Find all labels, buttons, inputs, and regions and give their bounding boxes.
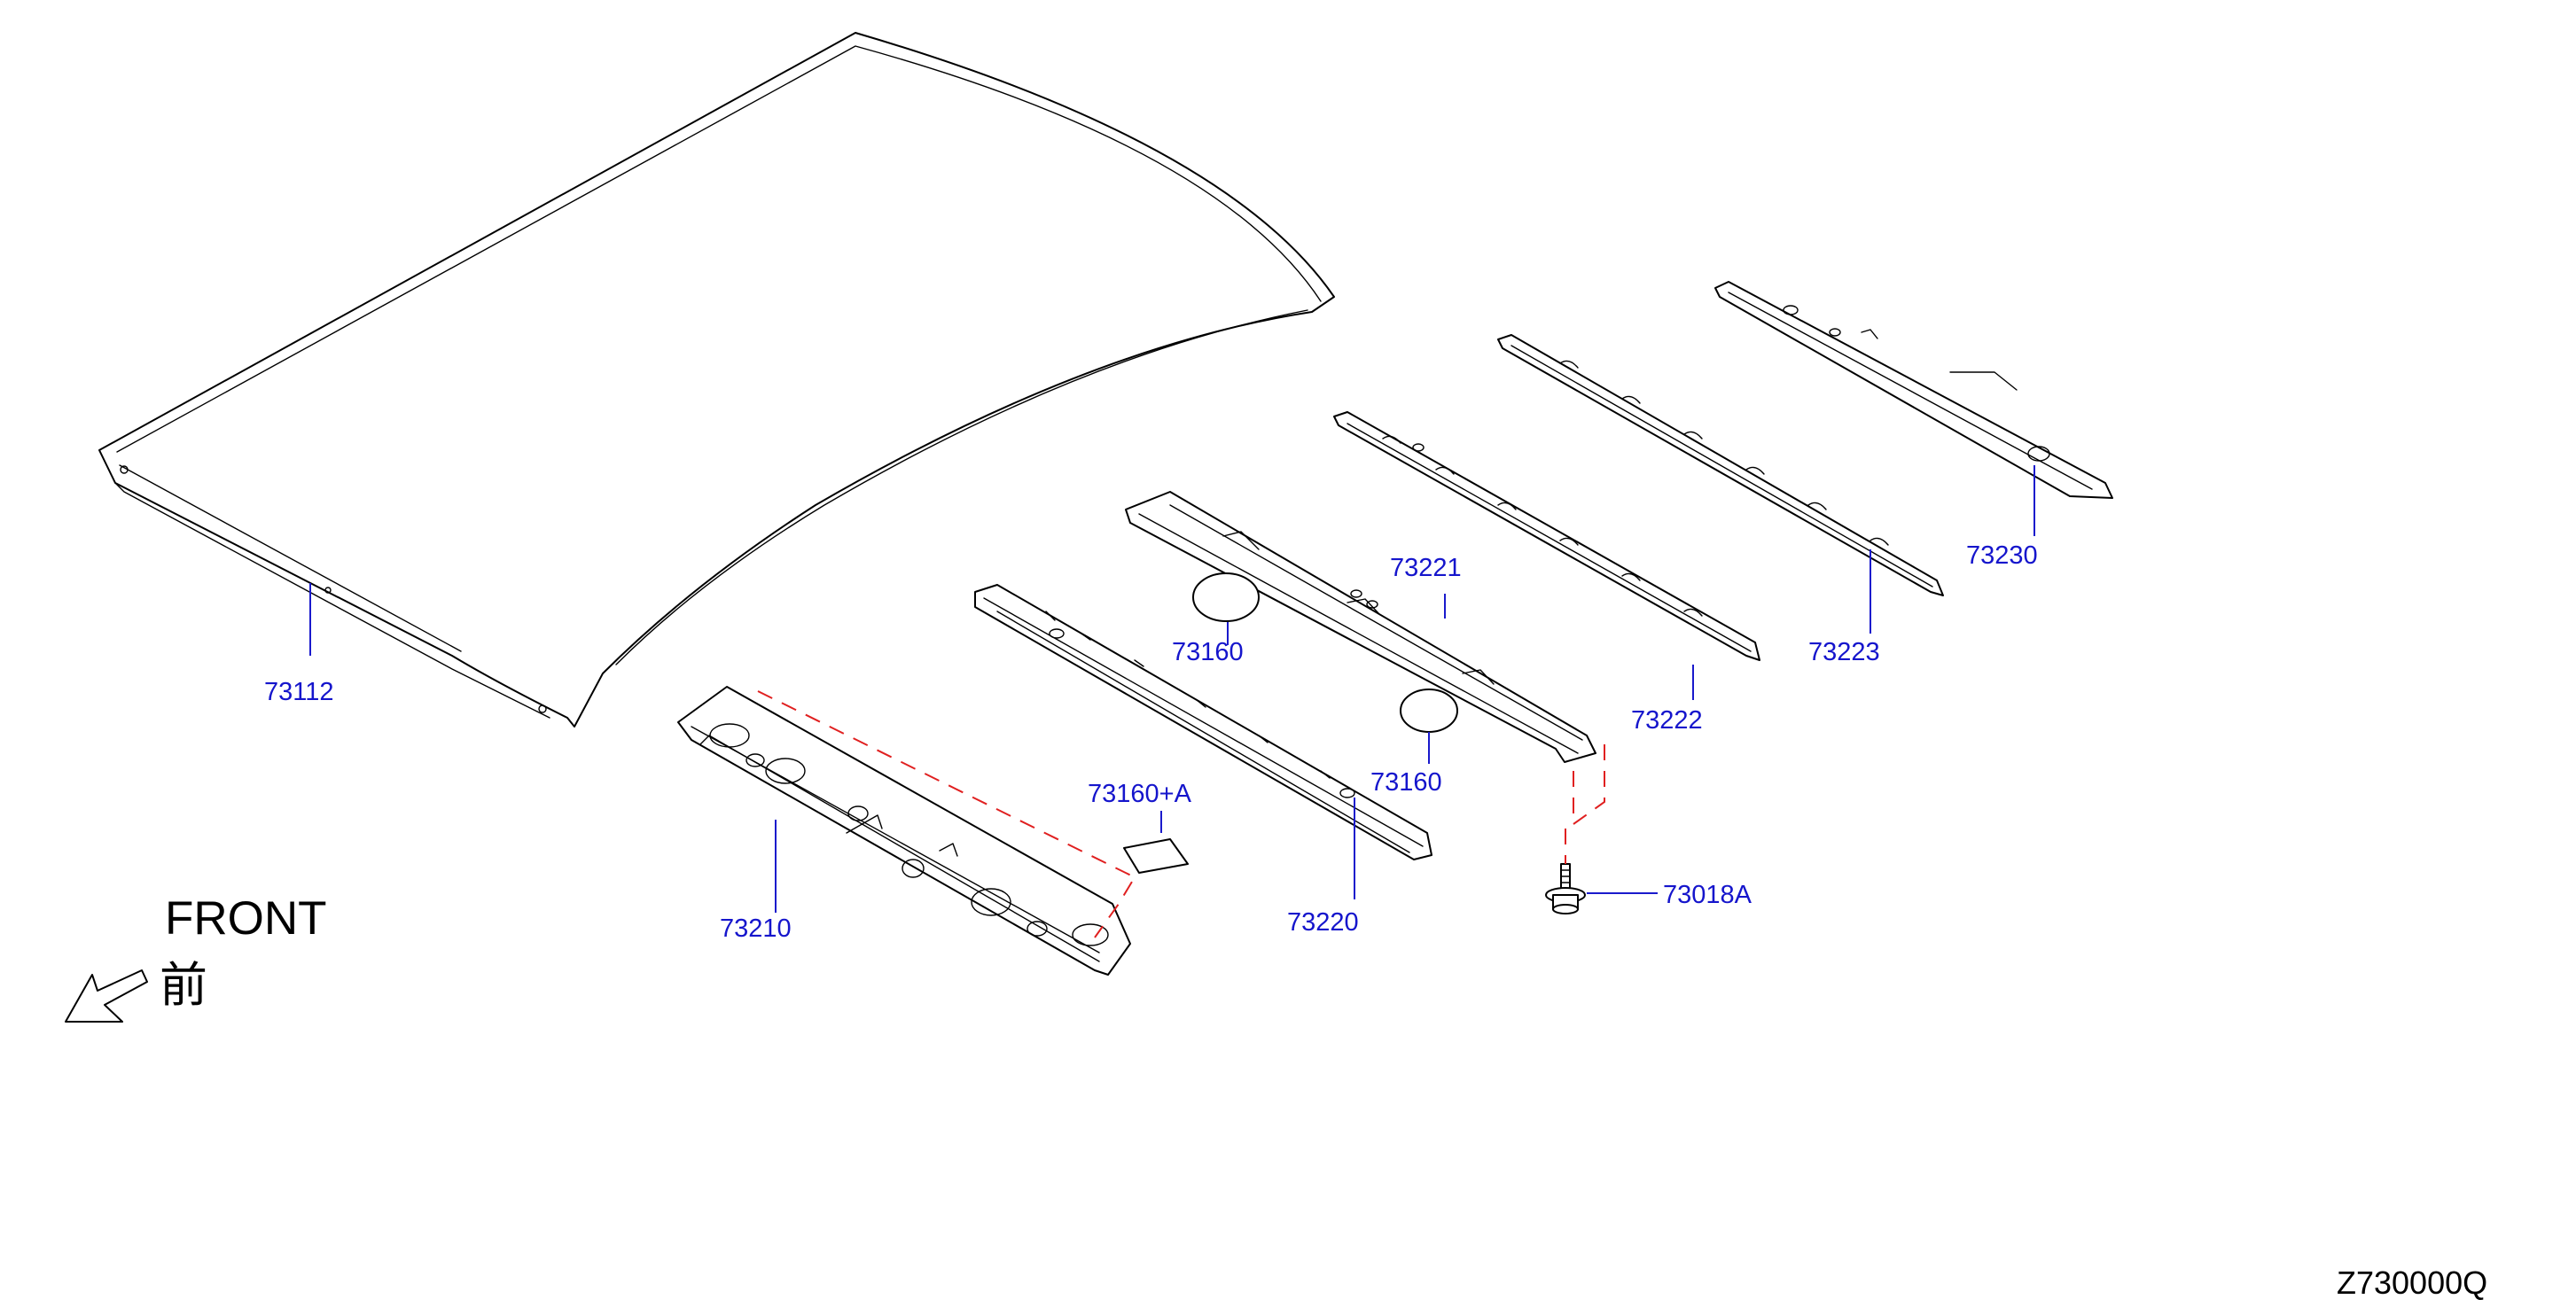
label-sealer-upper: 73160	[1172, 638, 1244, 666]
label-roof-panel: 73112	[264, 678, 334, 706]
bolt-73018a[interactable]	[1545, 863, 1586, 914]
front-arrow-icon	[65, 969, 148, 1023]
leader-lines	[309, 465, 2035, 913]
sealer-pad-a[interactable]	[1123, 838, 1189, 874]
center-roof-bow[interactable]	[974, 584, 1432, 860]
label-bolt: 73018A	[1663, 881, 1752, 909]
label-center-upper-bow: 73221	[1390, 554, 1462, 582]
front-direction-indicator: FRONT 前	[65, 892, 327, 1023]
label-center-bow: 73220	[1287, 908, 1359, 937]
label-rear-mid-bow: 73223	[1808, 638, 1880, 666]
rear-mid-roof-bow[interactable]	[1497, 334, 1944, 596]
part-labels: 73112 73210 73220 73221 73160 73160 7316…	[264, 541, 2038, 943]
rear-roof-bow[interactable]	[1714, 281, 2113, 499]
label-sealer-a: 73160+A	[1088, 780, 1192, 808]
roof-panel[interactable]	[98, 32, 1335, 728]
sealer-pad-upper[interactable]	[1192, 572, 1260, 622]
rear-inner-roof-bow[interactable]	[1333, 411, 1760, 661]
label-rear-bow: 73230	[1966, 541, 2038, 570]
label-front-bow: 73210	[720, 914, 792, 943]
label-rear-inner-bow: 73222	[1631, 706, 1703, 735]
assembly-lines	[757, 690, 1605, 938]
label-sealer-lower: 73160	[1370, 768, 1442, 797]
front-roof-bow[interactable]	[677, 686, 1131, 976]
front-label-jp: 前	[160, 957, 207, 1013]
center-upper-roof-bow[interactable]	[1125, 491, 1596, 763]
front-label: FRONT	[165, 892, 327, 945]
sealer-pad-lower[interactable]	[1400, 689, 1458, 733]
diagram-code: Z730000Q	[2337, 1264, 2487, 1301]
